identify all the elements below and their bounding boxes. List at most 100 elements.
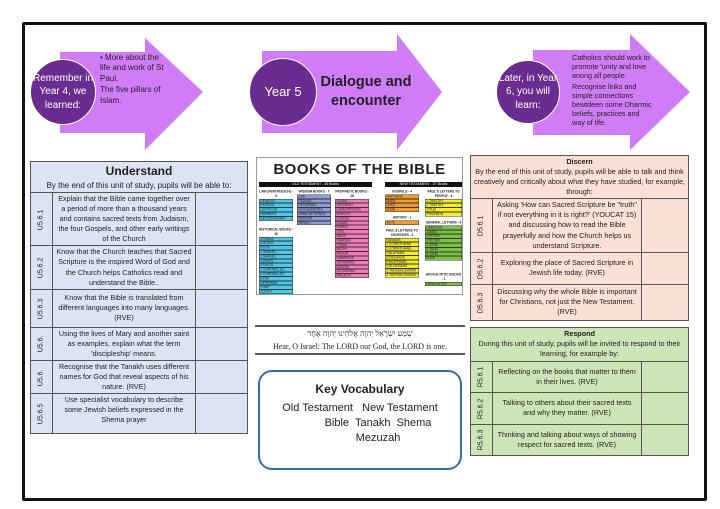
discern-header: Discern By the end of this unit of study… <box>470 154 689 200</box>
vocabulary-line: Bible Tanakh Shema <box>324 417 432 429</box>
bible-book: PSALMS <box>297 198 331 204</box>
bible-book: 2 CORINTHIANS <box>385 246 419 251</box>
respond-subtitle: During this unit of study, pupils will b… <box>478 339 681 359</box>
respond-table: Respond During this unit of study, pupil… <box>470 326 689 456</box>
row-text: Know that the Church teaches that Sacred… <box>52 245 196 290</box>
bible-book: ESTHER <box>259 293 293 294</box>
bible-book: 1 THESSALONIANS <box>385 268 419 273</box>
discern-table: Discern By the end of this unit of study… <box>470 154 689 321</box>
row-text: Explain that the Bible came together ove… <box>52 191 196 247</box>
vocabulary-line: Mezuzah <box>355 432 401 444</box>
bible-chart-title: BOOKS OF THE BIBLE <box>273 161 446 178</box>
understand-header: Understand By the end of this unit of st… <box>30 161 248 193</box>
row-code: D5.6.2 <box>477 258 485 280</box>
page-border <box>22 22 707 501</box>
next-item: Catholics should work to promote 'unity … <box>572 53 650 80</box>
bible-book: GALATIANS <box>385 250 419 256</box>
row-code: R5.6.3 <box>477 429 485 451</box>
bible-book: 2 KINGS <box>259 263 293 268</box>
row-code: R5.6.1 <box>477 366 485 388</box>
bible-group-name: LAW (PENTATEUCH) - 5 <box>259 190 293 198</box>
bible-book: MICAH <box>335 247 369 252</box>
bible-group-name: GOSPELS - 4 <box>391 190 413 194</box>
bible-group-name: GENERAL LETTERS - 8 <box>425 221 462 225</box>
arrows <box>60 34 690 150</box>
bible-book: JEREMIAH <box>335 203 369 208</box>
row-text: Know that the Bible is translated from d… <box>52 288 196 328</box>
bible-book: 2 SAMUEL <box>259 254 293 259</box>
bible-book: AMOS <box>335 233 369 239</box>
bible-book: ROMANS <box>385 237 419 243</box>
next-item: Recognise links and simple connections b… <box>572 82 652 127</box>
row-text: Thinking and talking about ways of showi… <box>492 423 642 456</box>
bible-book: SONG OF SONGS <box>297 211 331 217</box>
bible-chart-body: OLD TESTAMENT - 46 Books NEW TESTAMENT -… <box>257 158 462 294</box>
bible-book: ZEPHANIAH <box>335 260 369 265</box>
table-row: R5.6.3 Thinking and talking about ways of… <box>470 423 689 456</box>
bible-group-name: PAUL'S LETTERS TO PEOPLE - 4 <box>427 190 460 198</box>
bible-book: 1 SAMUEL <box>259 249 293 255</box>
bible-book: JAMES <box>425 229 462 235</box>
bible-book: MARK <box>385 198 419 204</box>
respond-header: Respond During this unit of study, pupil… <box>470 326 689 362</box>
bible-book: 2 PETER <box>425 238 462 243</box>
bible-book: 1 PETER <box>425 234 462 239</box>
bible-book: RUTH <box>259 245 293 250</box>
previous-learning: • More about the life and work of St Pau… <box>100 53 170 106</box>
table-row: U5.6.Recognise that the Tanakh uses diff… <box>30 359 248 395</box>
bible-book: COLOSSIANS <box>385 264 419 269</box>
bible-book: LAMENTATIONS <box>335 207 369 212</box>
bible-book: EPHESIANS <box>385 255 419 260</box>
bible-group-name: APOCALYPTIC BOOKS - 1 <box>425 273 462 281</box>
bible-book: OBADIAH <box>335 238 369 243</box>
row-code: U5.6.3 <box>37 298 45 319</box>
next-arrow <box>533 34 690 150</box>
key-vocabulary-box: Key Vocabulary Old Testament New Testame… <box>258 370 462 470</box>
bible-book: JUDITH <box>259 289 293 294</box>
bible-book: 1 TIMOTHY <box>425 198 462 204</box>
bible-book: NEHEMIAH <box>259 280 293 286</box>
bible-book: HAGGAI <box>335 264 369 270</box>
bible-group-name: HISTORICAL BOOKS - 16 <box>259 228 293 236</box>
bible-book: JUDE <box>425 256 462 261</box>
previous-item: The five pillars of Islam. <box>100 85 161 105</box>
discern-respond-column: Discern By the end of this unit of study… <box>470 154 689 456</box>
bible-book: ISAIAH <box>335 198 369 204</box>
vocabulary-title: Key Vocabulary <box>315 382 405 396</box>
bible-book: LUKE <box>385 203 419 208</box>
bible-book: 1 CHRONICLES <box>259 267 293 272</box>
row-text: Reflecting on the books that matter to t… <box>492 360 642 393</box>
bible-book: 2 JOHN <box>425 247 462 252</box>
discern-subtitle: By the end of this unit of study, pupils… <box>474 167 685 197</box>
bible-group-name: PROPHETIC BOOKS - 18 <box>335 190 369 198</box>
bible-book: SIRACH <box>297 220 331 226</box>
respond-title: Respond <box>564 329 595 339</box>
bible-book: ACTS <box>385 220 419 225</box>
row-code: D5.6.1 <box>477 215 485 237</box>
bible-book: EZRA <box>259 276 293 281</box>
previous-circle: Remember in Year 4, we learned: <box>30 59 96 125</box>
bible-book: 1 KINGS <box>259 258 293 264</box>
current-arrow <box>262 34 442 150</box>
discern-title: Discern <box>566 157 593 166</box>
bible-book: EXODUS <box>259 203 293 208</box>
bible-book: HEBREWS <box>425 225 462 230</box>
row-text: Recognise that the Tanakh uses different… <box>52 359 196 395</box>
bible-book: 2 CHRONICLES <box>259 271 293 277</box>
row-code: U5.6.5 <box>37 403 45 425</box>
bible-group-name: WISDOM BOOKS - 7 <box>298 190 330 194</box>
bible-book: MATTHEW <box>385 194 419 199</box>
shema-quote: שְׁמַע יִשְׂרָאֵל יְהוָה אֱלֹהֵינוּ יְהו… <box>255 325 465 355</box>
row-text: Using the lives of Mary and another sain… <box>52 326 196 361</box>
